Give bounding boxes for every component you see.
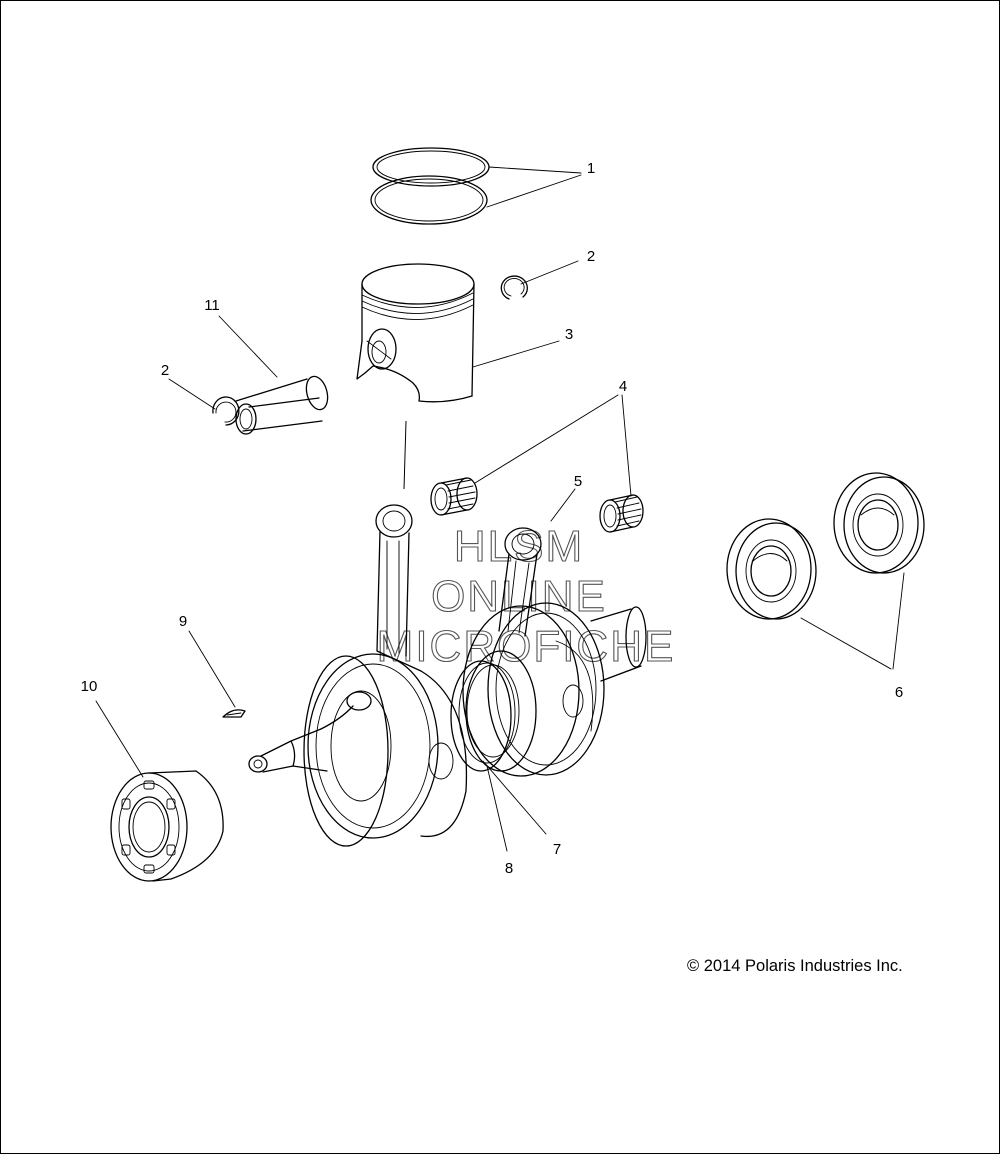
main-bearing-6a xyxy=(726,518,817,620)
crankshaft-assembly xyxy=(248,504,647,847)
watermark: HLSM ONLINE MICROFICHE xyxy=(376,521,676,671)
main-bearing-10 xyxy=(110,770,224,882)
callout-11: 11 xyxy=(204,297,220,314)
piston xyxy=(356,263,475,403)
callout-4: 4 xyxy=(619,378,627,395)
watermark-line-1: HLSM xyxy=(454,522,584,571)
circlip-left xyxy=(212,396,240,426)
callout-2-right: 2 xyxy=(587,248,595,265)
piston-rings xyxy=(370,147,490,225)
callout-1: 1 xyxy=(587,160,595,177)
leader-lines xyxy=(95,166,905,852)
callout-7: 7 xyxy=(553,841,561,858)
copyright-notice: © 2014 Polaris Industries Inc. xyxy=(687,957,903,975)
circlip-right xyxy=(500,275,528,300)
callout-9: 9 xyxy=(179,613,187,630)
callout-8: 8 xyxy=(505,860,513,877)
needle-bearing-right xyxy=(599,494,644,533)
callout-6: 6 xyxy=(895,684,903,701)
watermark-line-3: MICROFICHE xyxy=(377,622,676,671)
woodruff-key xyxy=(222,709,246,718)
callout-10: 10 xyxy=(81,678,98,695)
callout-2-left: 2 xyxy=(161,362,169,379)
piston-pin xyxy=(235,375,329,435)
callout-labels: 1 2 3 4 5 6 7 8 9 10 11 2 xyxy=(81,160,904,877)
needle-bearing-left xyxy=(430,477,478,516)
callout-3: 3 xyxy=(565,326,573,343)
callout-5: 5 xyxy=(574,473,582,490)
main-bearing-6b xyxy=(833,472,925,574)
